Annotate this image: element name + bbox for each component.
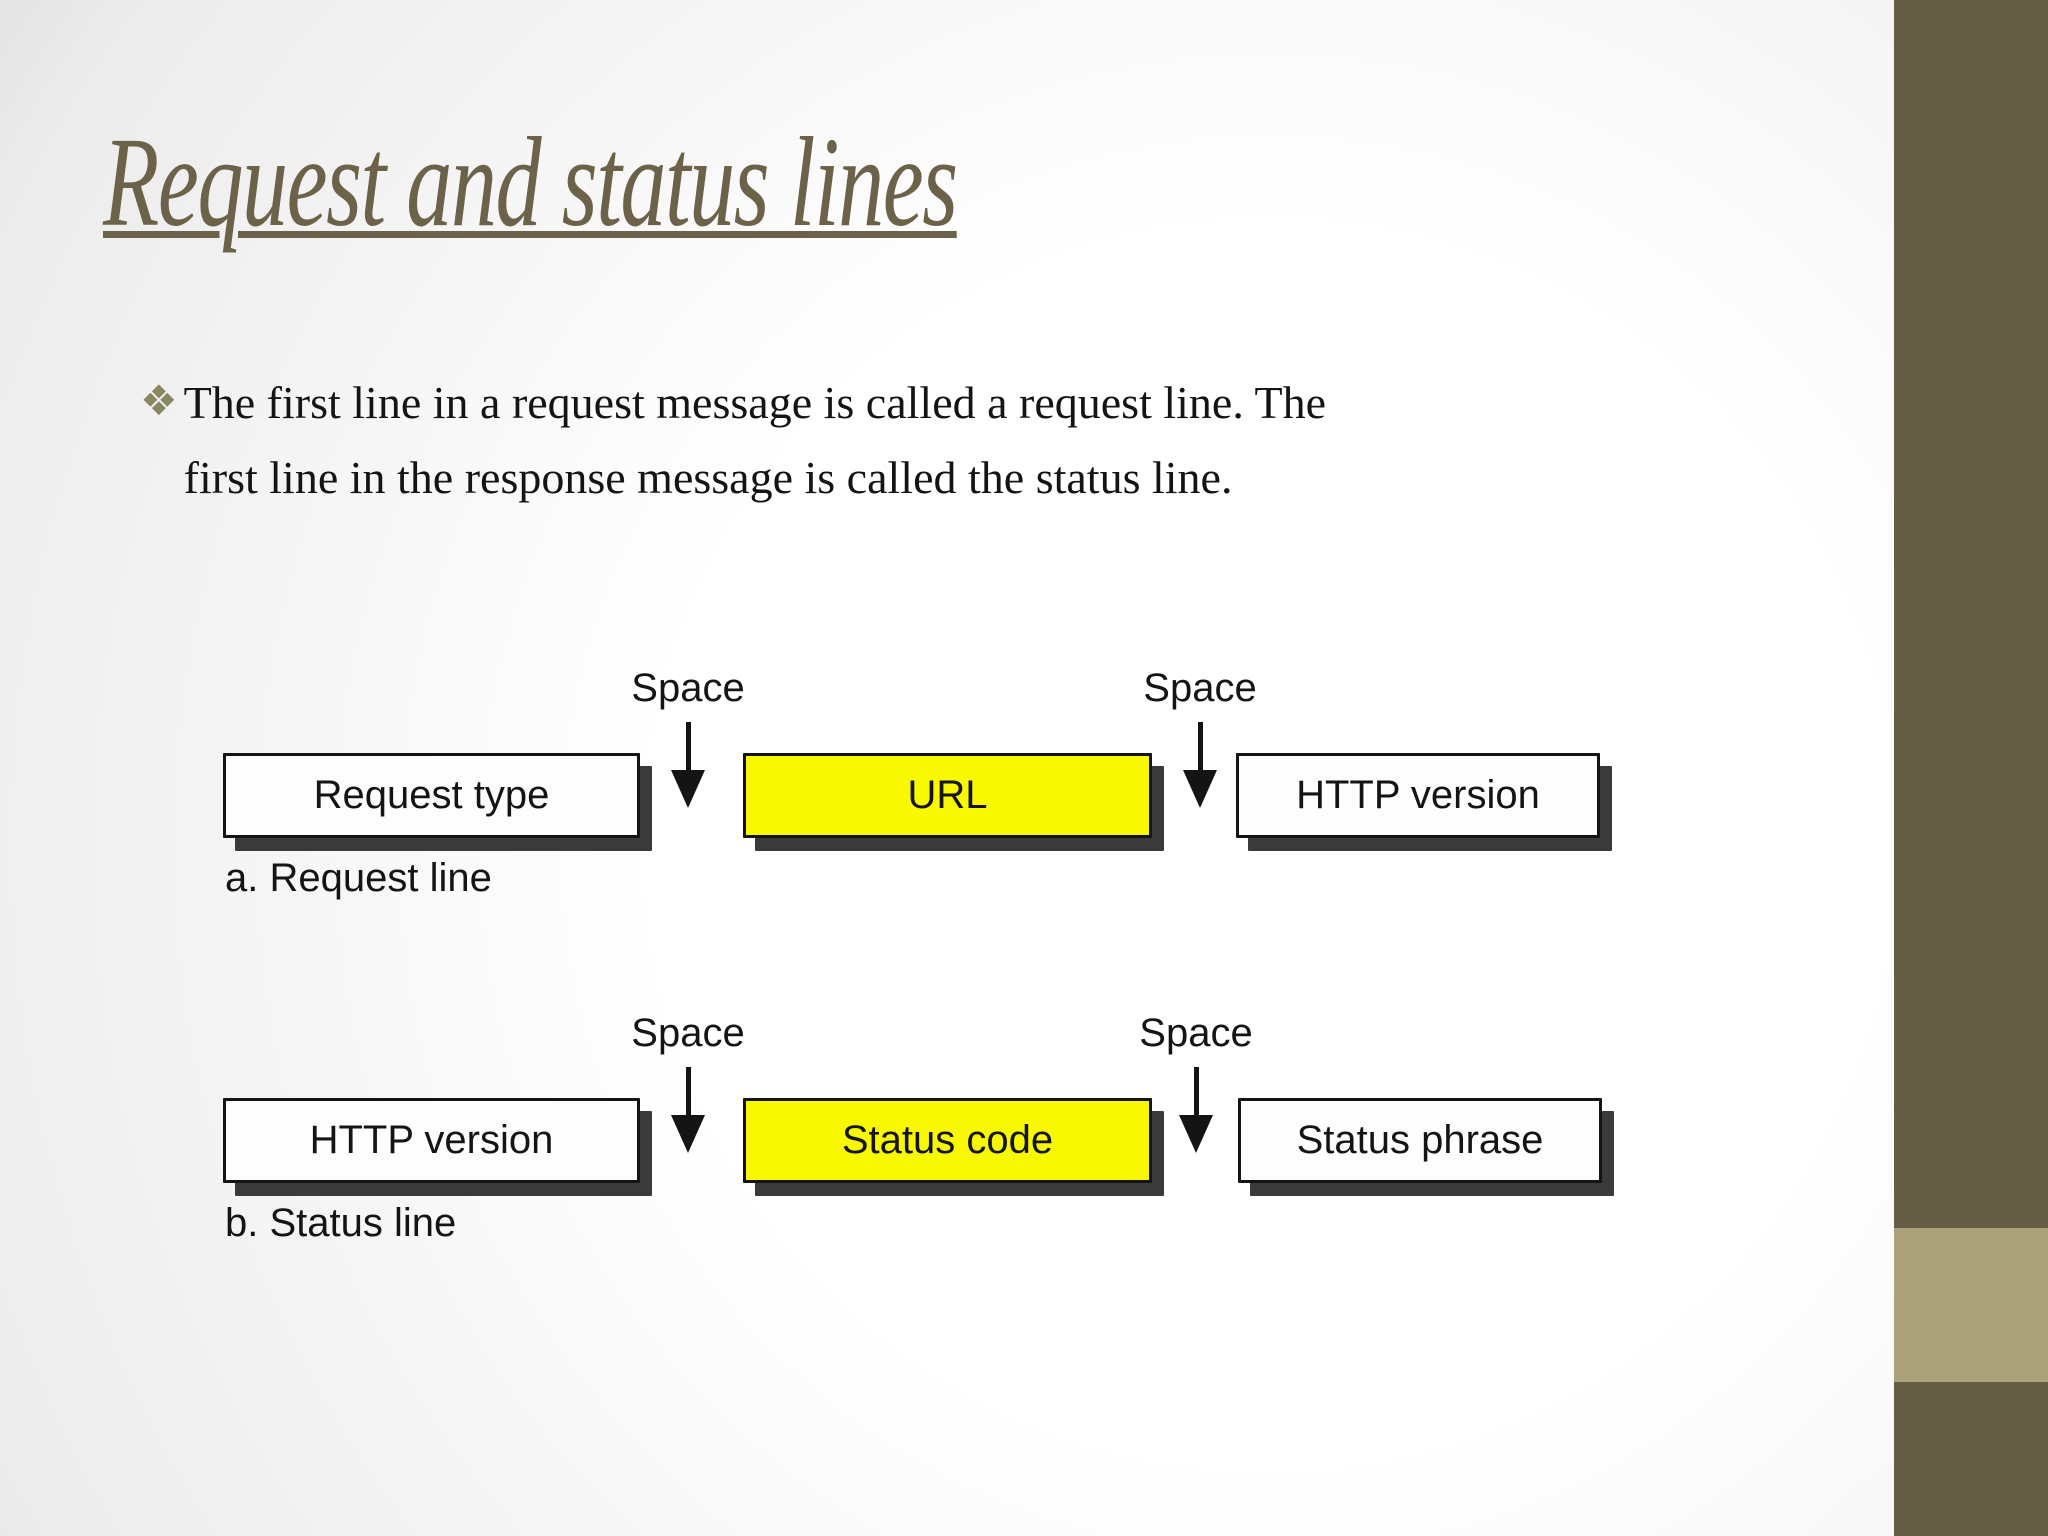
- box-http-version: HTTP version: [1236, 753, 1600, 838]
- space-annotation: Space: [618, 668, 758, 808]
- down-arrow-icon: [1183, 722, 1217, 808]
- accent-band-square: [1894, 1228, 2048, 1382]
- bullet-text-line-2: first line in the response message is ca…: [183, 451, 1233, 503]
- space-annotation: Space: [1126, 1013, 1266, 1153]
- down-arrow-icon: [671, 722, 705, 808]
- space-label: Space: [631, 666, 745, 710]
- page-title: Request and status lines: [103, 111, 958, 253]
- caption-request-line: a. Request line: [225, 856, 492, 900]
- space-label: Space: [1139, 1011, 1253, 1055]
- box-request-type: Request type: [223, 753, 640, 838]
- caption-status-line: b. Status line: [225, 1201, 457, 1245]
- space-annotation: Space: [1130, 668, 1270, 808]
- bullet-text: The first line in a request message is c…: [184, 366, 1326, 516]
- space-annotation: Space: [618, 1013, 758, 1153]
- bullet-text-line-1: The first line in a request message is c…: [183, 377, 1327, 428]
- box-http-version-2: HTTP version: [223, 1098, 640, 1183]
- diamond-bullet-icon: ❖: [140, 376, 178, 425]
- space-label: Space: [1143, 666, 1257, 710]
- box-status-code: Status code: [743, 1098, 1152, 1183]
- bullet-item: ❖ The first line in a request message is…: [140, 366, 1560, 516]
- down-arrow-icon: [1179, 1067, 1213, 1153]
- down-arrow-icon: [671, 1067, 705, 1153]
- box-status-phrase: Status phrase: [1238, 1098, 1602, 1183]
- space-label: Space: [631, 1011, 745, 1055]
- box-url: URL: [743, 753, 1152, 838]
